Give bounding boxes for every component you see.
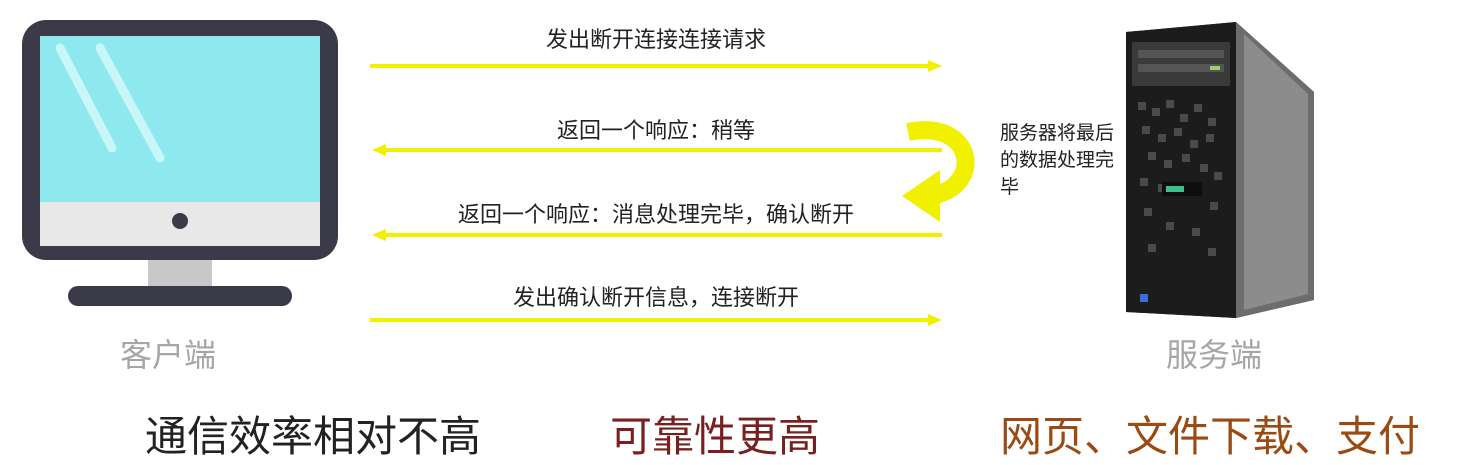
client-label: 客户端 (120, 336, 217, 374)
efficiency-text: 通信效率相对不高 (145, 412, 482, 461)
arrowhead-right (928, 60, 942, 72)
processing-curve-arrow (906, 121, 975, 205)
message-label: 发出确认断开信息，连接断开 (512, 286, 799, 311)
reliability-text: 可靠性更高 (610, 412, 821, 461)
message-label: 发出断开连接连接请求 (545, 28, 766, 53)
server-label: 服务端 (1166, 336, 1263, 374)
server-processing-note: 服务器将最后的数据处理完毕 (1000, 122, 1115, 198)
arrowhead-left (372, 144, 386, 156)
arrowhead-right (928, 314, 942, 326)
server-tower-icon (1126, 22, 1314, 318)
processing-arrowhead (902, 170, 940, 222)
message-label: 返回一个响应：消息处理完毕，确认断开 (457, 203, 854, 228)
use-cases-text: 网页、文件下载、支付 (1000, 412, 1421, 461)
message-label: 返回一个响应：稍等 (556, 119, 755, 144)
arrowhead-left (372, 229, 386, 241)
desktop-computer-icon (22, 20, 338, 306)
